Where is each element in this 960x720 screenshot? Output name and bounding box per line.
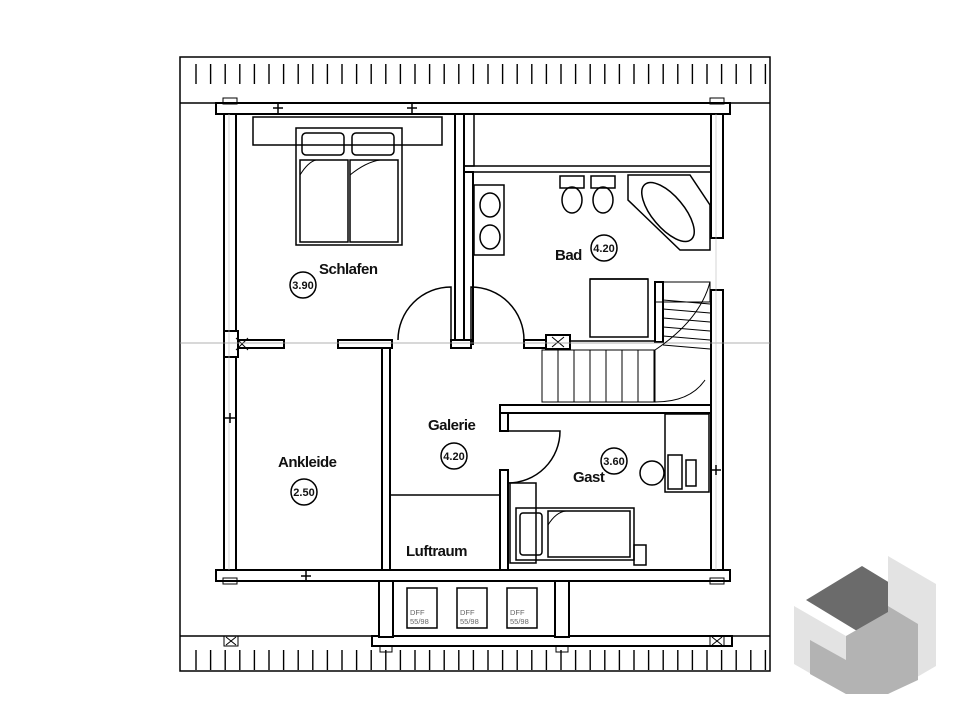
- room-label-gast: Gast: [573, 469, 605, 486]
- bathroom-fixtures: [473, 174, 711, 338]
- skylight-2-size: 55/98: [460, 617, 479, 626]
- stair-tread: [662, 308, 711, 314]
- staircase: [541, 281, 711, 403]
- area-schlafen: 3.90: [292, 280, 313, 292]
- door-swings: [397, 286, 561, 484]
- stair-tread: [662, 335, 711, 341]
- skylight-2: [456, 587, 488, 629]
- skylight-1-size: 55/98: [410, 617, 429, 626]
- skylight-3: [506, 587, 538, 629]
- skylights: DFF 55/98 DFF 55/98 DFF 55/98: [406, 587, 538, 629]
- interior-walls: [235, 113, 712, 571]
- room-label-luftraum: Luftraum: [406, 543, 467, 560]
- area-galerie: 4.20: [443, 451, 464, 463]
- section-lines: [180, 114, 770, 570]
- skylight-3-type: DFF: [510, 608, 525, 617]
- wall-ticks: [225, 103, 721, 581]
- area-gast: 3.60: [603, 456, 624, 468]
- rafter-ticks-top: [195, 64, 767, 84]
- skylight-3-size: 55/98: [510, 617, 529, 626]
- room-label-ankleide: Ankleide: [278, 454, 337, 471]
- room-label-galerie: Galerie: [428, 417, 476, 434]
- cube-logo-icon: [794, 556, 936, 694]
- gable-posts: [222, 97, 725, 653]
- exterior-walls: [215, 102, 733, 647]
- stair-tread: [662, 317, 711, 323]
- window-markers: [223, 330, 725, 647]
- room-labels: Schlafen 3.90 Bad 4.20 Galerie 4.20 Ankl…: [278, 234, 628, 560]
- stair-tread: [662, 344, 711, 350]
- area-ankleide: 2.50: [293, 487, 314, 499]
- rafter-ticks-bottom: [195, 650, 767, 670]
- room-label-bad: Bad: [555, 247, 582, 264]
- area-bad: 4.20: [593, 243, 614, 255]
- stair-tread: [662, 326, 711, 332]
- skylight-2-type: DFF: [460, 608, 475, 617]
- skylight-1: [406, 587, 438, 629]
- guest-furniture: [509, 413, 710, 566]
- double-bed: [252, 116, 443, 246]
- room-label-schlafen: Schlafen: [319, 261, 378, 278]
- skylight-1-type: DFF: [410, 608, 425, 617]
